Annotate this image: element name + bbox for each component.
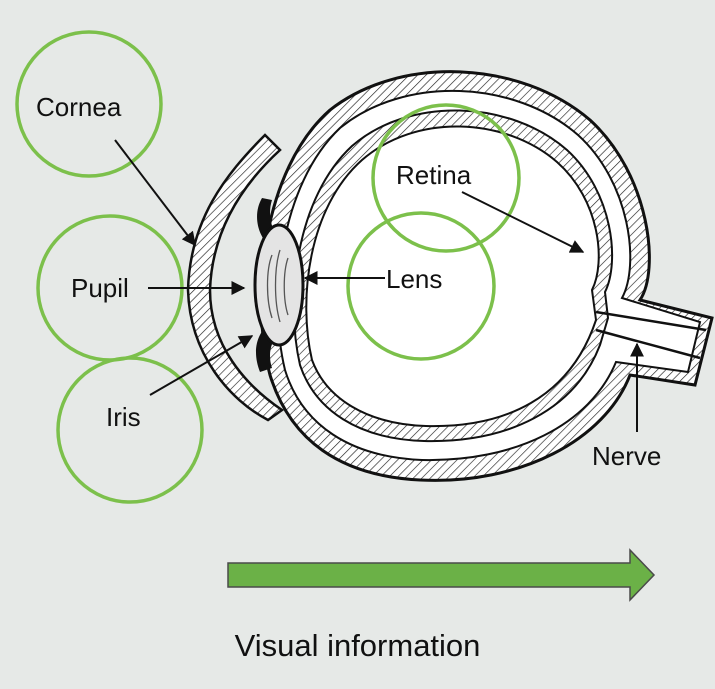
label-retina: Retina (396, 160, 472, 190)
label-lens: Lens (386, 264, 442, 294)
label-iris: Iris (106, 402, 141, 432)
caption-visual-information: Visual information (234, 628, 481, 663)
highlight-circles (15, 30, 521, 504)
label-cornea: Cornea (36, 92, 122, 122)
iris-circle (56, 356, 204, 504)
label-pupil: Pupil (71, 273, 129, 303)
vitreous (305, 125, 600, 428)
leader-lines (114, 139, 644, 432)
lens-circle (346, 211, 496, 361)
eyeball (259, 70, 714, 482)
optic-nerve (595, 310, 707, 360)
retina-circle (371, 103, 521, 253)
label-nerve: Nerve (592, 441, 661, 471)
cornea-circle (15, 30, 163, 178)
cornea-pointer (114, 139, 196, 247)
retina-pointer (461, 191, 585, 253)
iris-pointer (149, 335, 254, 396)
lens-shape (253, 223, 305, 347)
cornea-shape (186, 133, 285, 422)
visual-flow-arrow (227, 548, 656, 602)
